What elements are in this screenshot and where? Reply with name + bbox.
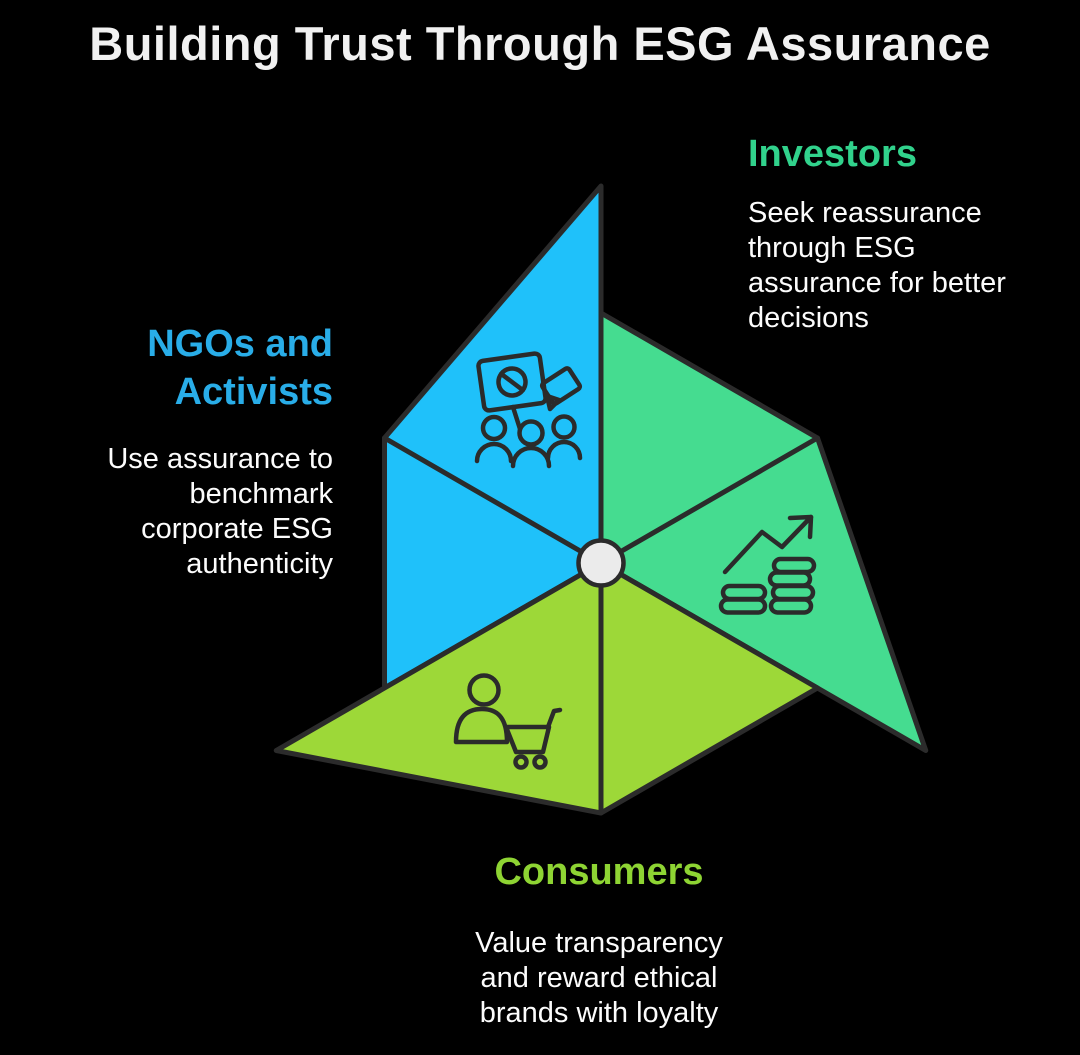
protest-crowd-icon [474, 351, 583, 469]
ngos-description: Use assurance to benchmark corporate ESG… [107, 443, 333, 580]
pinwheel-shapes [273, 183, 929, 816]
investors-description: Seek reassurance through ESG assurance f… [748, 197, 1006, 334]
spoke-ngos [382, 435, 604, 566]
ngos-label: NGOs and Activists Use assurance to benc… [23, 320, 333, 582]
center-hub [576, 538, 626, 588]
consumers-heading: Consumers [494, 851, 704, 893]
growth-chart-coins-icon [718, 514, 817, 615]
segment-consumers-shape [273, 560, 820, 816]
shopper-cart-icon [453, 673, 563, 770]
investors-heading: Investors [748, 133, 917, 175]
consumers-label: Consumers Value transparency and reward … [449, 848, 749, 1031]
page-title: Building Trust Through ESG Assurance [89, 17, 991, 70]
consumers-description: Value transparency and reward ethical br… [475, 927, 723, 1029]
ngos-heading: NGOs and Activists [147, 323, 333, 413]
spoke-investors [598, 435, 820, 566]
investors-label: Investors Seek reassurance through ESG a… [748, 130, 1048, 336]
